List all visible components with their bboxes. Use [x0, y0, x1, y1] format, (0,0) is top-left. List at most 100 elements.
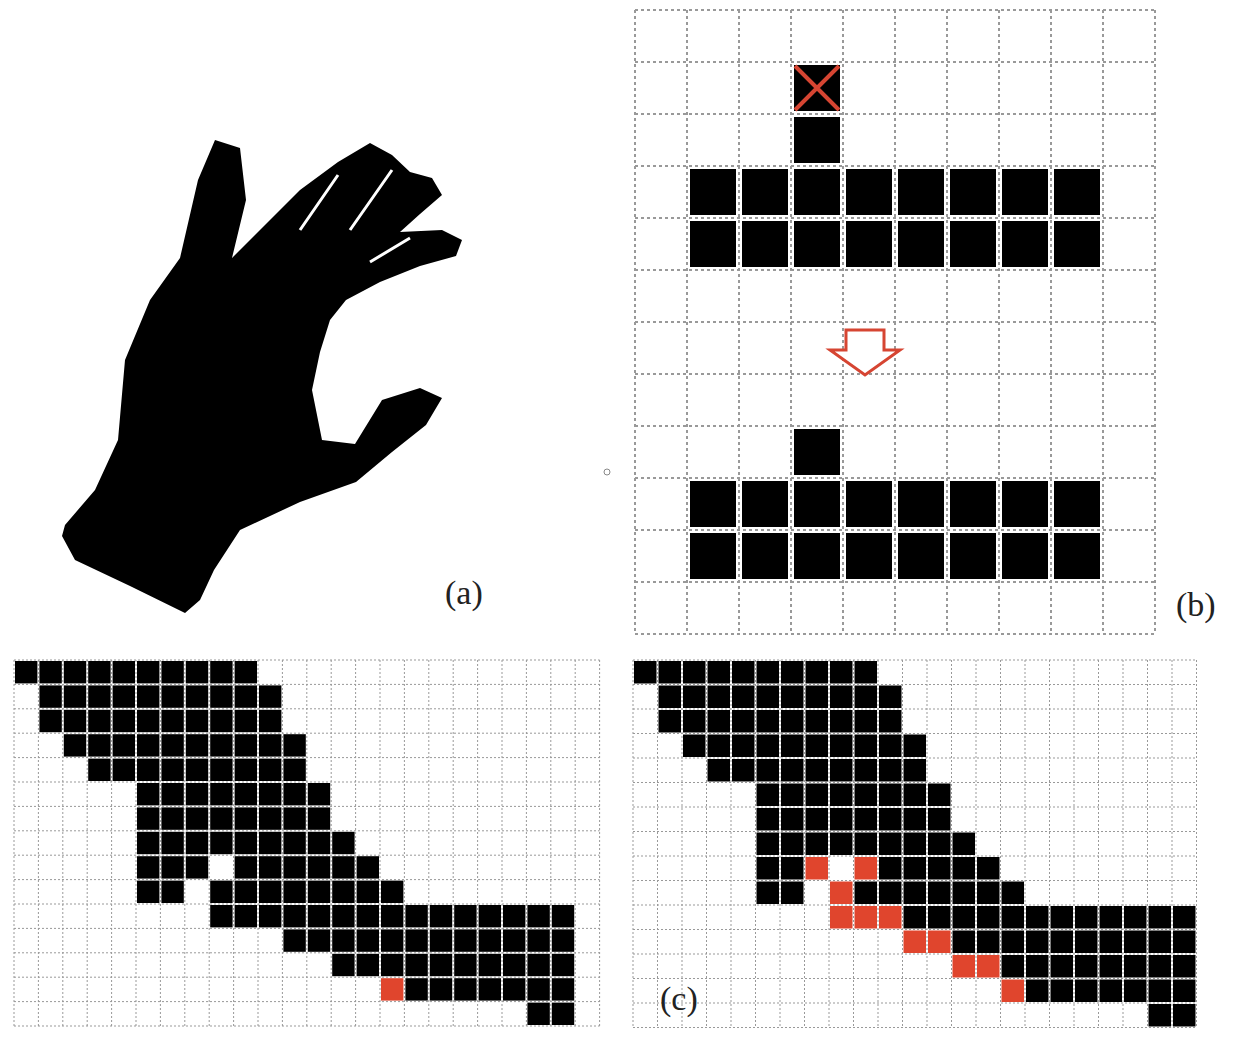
pixel: [235, 881, 257, 903]
pixel: [137, 661, 159, 683]
pixel: [283, 929, 305, 951]
pixel: [113, 734, 135, 756]
pixel: [39, 685, 61, 707]
pixel: [708, 735, 731, 758]
pixel: [405, 929, 427, 951]
finger-gap: [300, 170, 410, 262]
grid-line: [526, 660, 527, 1026]
pixel: [161, 661, 183, 683]
pixel: [332, 929, 354, 951]
grid-line: [635, 9, 1155, 11]
grid-line: [635, 61, 1155, 63]
pixel: [210, 881, 232, 903]
pixel: [950, 481, 996, 527]
pixel: [830, 906, 853, 929]
pixel: [283, 759, 305, 781]
pixel: [855, 857, 878, 880]
pixel: [186, 685, 208, 707]
grid-line: [902, 660, 903, 1028]
grid-line: [14, 830, 600, 831]
grid-line: [853, 660, 854, 1028]
pixel: [953, 906, 976, 929]
pixel: [137, 856, 159, 878]
pixel: [830, 882, 853, 905]
pixel: [113, 710, 135, 732]
pixel: [1054, 481, 1100, 527]
pixel: [357, 881, 379, 903]
pixel: [308, 881, 330, 903]
pixel: [1002, 533, 1048, 579]
pixel: [1173, 906, 1196, 929]
pixel: [1026, 955, 1049, 978]
pixel: [161, 881, 183, 903]
pixel: [928, 906, 951, 929]
pixel: [503, 929, 525, 951]
pixel: [527, 1003, 549, 1025]
pixel: [977, 906, 1000, 929]
pixel: [742, 533, 788, 579]
pixel: [161, 832, 183, 854]
grid-line: [635, 321, 1155, 323]
grid-line: [14, 660, 600, 661]
pixel: [186, 856, 208, 878]
pixel: [405, 954, 427, 976]
pixel: [381, 978, 403, 1000]
pixel: [904, 759, 927, 782]
pixel: [781, 857, 804, 880]
pixel: [742, 481, 788, 527]
pixel: [781, 759, 804, 782]
pixel: [690, 533, 736, 579]
grid-line: [14, 928, 600, 929]
pixel: [977, 882, 1000, 905]
pixel: [308, 929, 330, 951]
pixel: [757, 661, 780, 684]
pixel: [161, 807, 183, 829]
pixel: [855, 661, 878, 684]
pixel: [283, 881, 305, 903]
pixel: [235, 783, 257, 805]
pixel: [235, 661, 257, 683]
grid-line: [38, 660, 39, 1026]
pixel: [527, 954, 549, 976]
pixel: [1124, 955, 1147, 978]
pixel: [1173, 931, 1196, 954]
grid-line: [380, 660, 381, 1026]
pixel: [161, 734, 183, 756]
pixel: [210, 759, 232, 781]
pixel: [186, 734, 208, 756]
pixel: [235, 807, 257, 829]
grid-line: [927, 660, 928, 1028]
pixel: [830, 686, 853, 709]
pixel-grid: [14, 660, 600, 1026]
pixel: [879, 808, 902, 831]
panel-label: (a): [445, 576, 483, 610]
grid-line: [635, 529, 1155, 531]
grid-line: [635, 269, 1155, 271]
pixel: [708, 759, 731, 782]
pixel: [855, 710, 878, 733]
pixel: [928, 784, 951, 807]
grid-line: [233, 660, 234, 1026]
pixel: [186, 807, 208, 829]
pixel: [381, 905, 403, 927]
pixel: [64, 661, 86, 683]
pixel: [846, 533, 892, 579]
pixel: [708, 686, 731, 709]
grid-line: [1098, 660, 1099, 1028]
pixel: [879, 735, 902, 758]
pixel: [210, 661, 232, 683]
grid-line: [1049, 660, 1050, 1028]
pixel: [977, 955, 1000, 978]
pixel: [904, 857, 927, 880]
pixel: [503, 905, 525, 927]
pixel: [15, 661, 37, 683]
grid-line: [599, 660, 600, 1026]
pixel: [430, 954, 452, 976]
pixel: [830, 735, 853, 758]
pixel: [953, 833, 976, 856]
grid-line: [804, 660, 805, 1028]
pixel: [552, 1003, 574, 1025]
pixel: [855, 882, 878, 905]
pixel: [283, 905, 305, 927]
pixel: [1026, 931, 1049, 954]
